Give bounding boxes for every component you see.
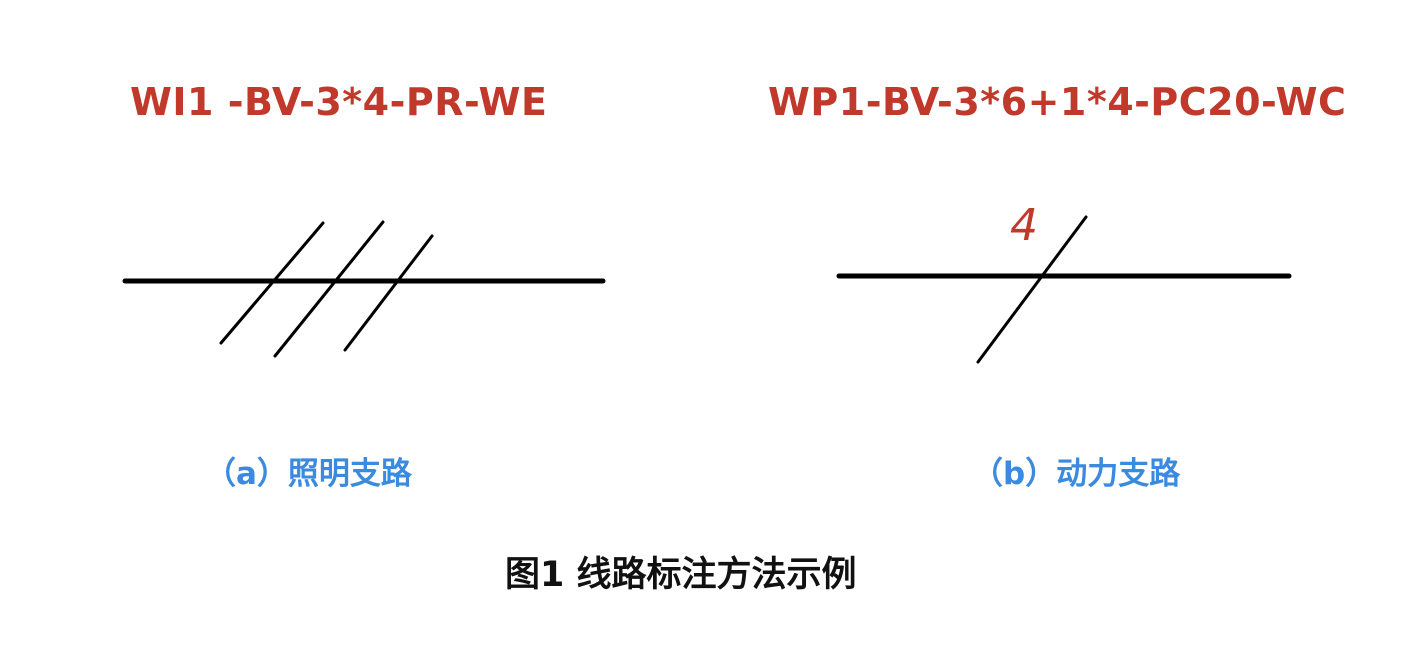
panel-a-slash-1 xyxy=(219,221,325,345)
panel-a-slash-2 xyxy=(273,220,385,358)
panel-b-annotation: WP1-BV-3*6+1*4-PC20-WC xyxy=(768,80,1347,124)
figure-caption: 图1 线路标注方法示例 xyxy=(505,555,857,595)
panel-a-annotation: WI1 -BV-3*4-PR-WE xyxy=(130,80,548,124)
panel-a-slash-3 xyxy=(343,234,434,352)
panel-b-hand-mark: 4 xyxy=(1010,200,1038,251)
panel-a-label: （a）照明支路 xyxy=(205,456,412,492)
panel-b-slash xyxy=(976,215,1088,364)
panel-b-label: （b）动力支路 xyxy=(972,456,1181,492)
